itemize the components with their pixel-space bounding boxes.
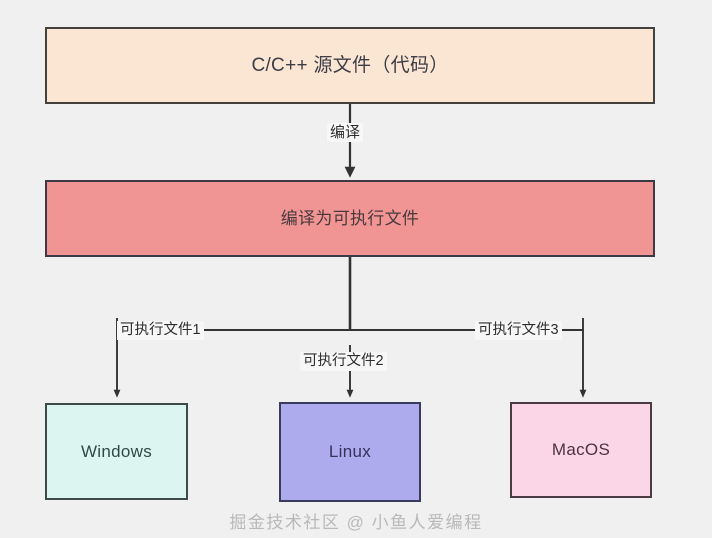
node-linux[interactable]: Linux — [279, 402, 421, 502]
edge-label-executable-2: 可执行文件2 — [300, 352, 387, 371]
watermark: 掘金技术社区 @ 小鱼人爱编程 — [229, 513, 483, 532]
node-macos[interactable]: MacOS — [510, 402, 652, 498]
node-linux-label: Linux — [328, 442, 372, 462]
node-source-file-label: C/C++ 源文件（代码） — [251, 54, 449, 76]
edge-label-executable-1: 可执行文件1 — [117, 321, 204, 340]
node-source-file[interactable]: C/C++ 源文件（代码） — [45, 27, 655, 104]
node-compile-to-executable-label: 编译为可执行文件 — [280, 208, 420, 228]
edge-label-executable-3: 可执行文件3 — [475, 321, 562, 340]
node-compile-to-executable[interactable]: 编译为可执行文件 — [45, 180, 655, 257]
node-macos-label: MacOS — [551, 440, 611, 460]
edge-label-compile: 编译 — [327, 123, 364, 143]
node-windows-label: Windows — [80, 441, 153, 461]
node-windows[interactable]: Windows — [45, 403, 188, 500]
